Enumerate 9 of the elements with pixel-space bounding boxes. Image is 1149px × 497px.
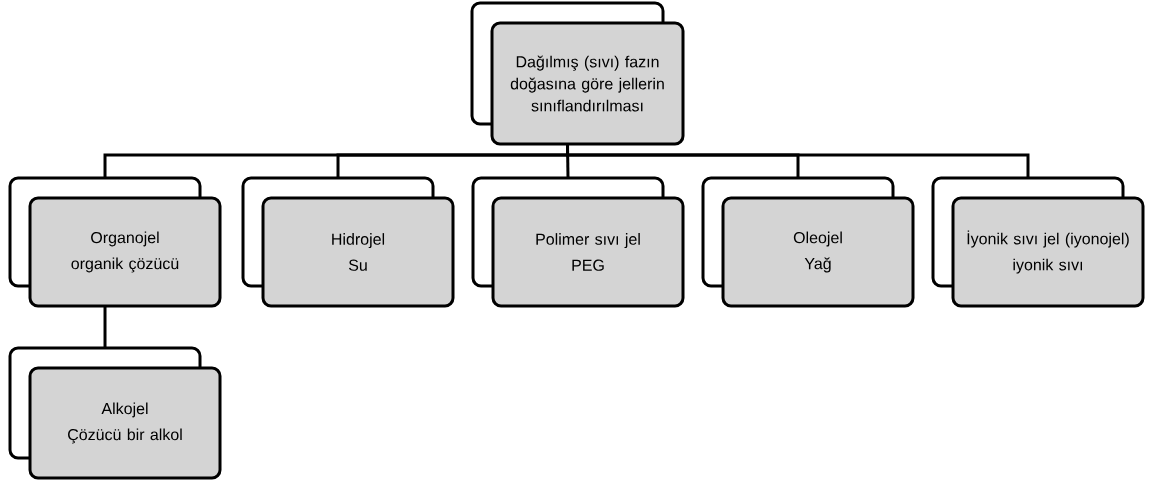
stacked-box: Hidrojel Su — [241, 176, 455, 308]
stacked-box: İyonik sıvı jel (iyonojel) iyonik sıvı — [931, 176, 1145, 308]
connector-line — [566, 144, 1030, 178]
connector-line — [103, 306, 107, 348]
stacked-box: Alkojel Çözücü bir alkol — [8, 346, 222, 480]
stacked-box: Organojel organik çözücü — [8, 176, 222, 308]
stacked-box: Dağılmış (sıvı) fazın doğasına göre jellerin sınıflandırılması — [470, 1, 685, 146]
stacked-box: Oleojel Yağ — [701, 176, 915, 308]
stacked-box: Polimer sıvı jel PEG — [471, 176, 685, 308]
